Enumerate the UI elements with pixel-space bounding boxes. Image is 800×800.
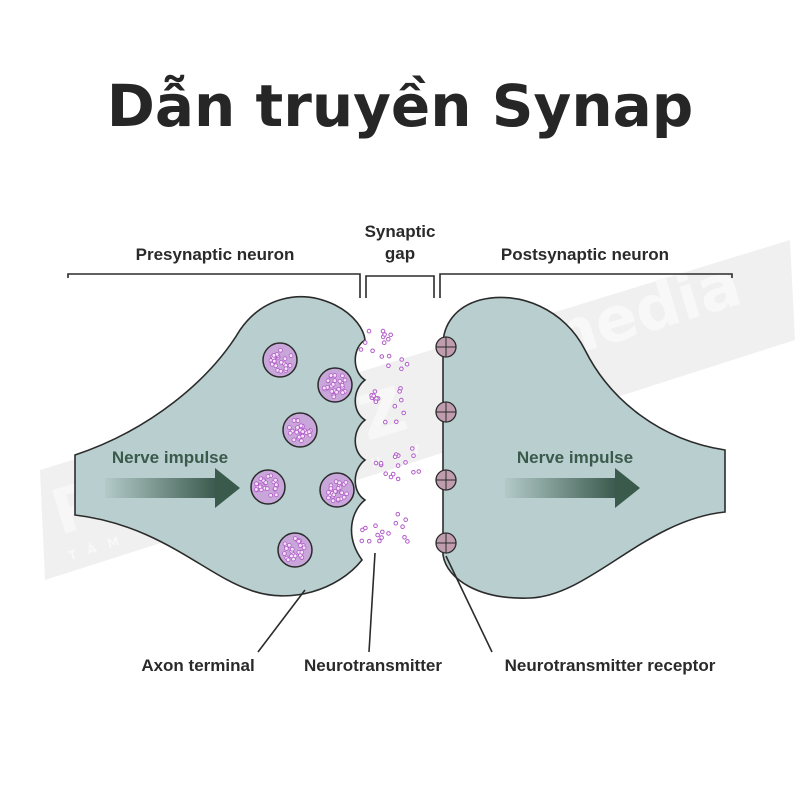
synaptic-gap-label-line1: Synaptic (365, 222, 436, 241)
neurotransmitter-dot (405, 539, 410, 544)
neurotransmitter-dot (379, 535, 384, 540)
neurotransmitter-dot (366, 538, 372, 544)
gap-bracket (365, 275, 435, 298)
neurotransmitter-dot (371, 393, 377, 399)
neurotransmitter-leader (368, 552, 376, 653)
vesicle (282, 412, 318, 448)
vesicle (277, 532, 313, 568)
neurotransmitter-dot (411, 470, 416, 475)
neurotransmitter-dot (399, 357, 405, 362)
neurotransmitter-dot (402, 535, 407, 540)
neurotransmitter-dot (373, 460, 379, 466)
neurotransmitter-dot (362, 340, 368, 345)
nerve-impulse-label-right: Nerve impulse (517, 448, 633, 467)
vesicle (262, 342, 298, 378)
receptor (435, 469, 457, 491)
neurotransmitter-dot (416, 469, 422, 474)
receptor (435, 401, 457, 423)
neurotransmitter-dot (395, 476, 401, 482)
axon-terminal-label: Axon terminal (141, 656, 254, 675)
neurotransmitter-dot (397, 389, 402, 394)
neurotransmitter-dot (403, 517, 409, 523)
postsynaptic-neuron (442, 296, 726, 599)
receptor (435, 532, 457, 554)
presynaptic-label: Presynaptic neuron (136, 245, 295, 264)
neurotransmitter-dot (400, 524, 405, 530)
neurotransmitter-dot (399, 397, 404, 403)
neurotransmitter-dot (401, 410, 407, 416)
receptor (435, 336, 457, 358)
neurotransmitter-dot (388, 332, 394, 338)
neurotransmitter-dot (373, 523, 378, 529)
vesicles (250, 342, 355, 568)
neurotransmitter-dot (386, 353, 392, 359)
receptors (435, 336, 457, 554)
neurotransmitter-dot (388, 474, 394, 480)
neurotransmitter-dot (390, 471, 396, 477)
postsynaptic-label: Postsynaptic neuron (501, 245, 669, 264)
neurotransmitter-dot (394, 419, 399, 425)
neurotransmitter-dot (372, 389, 378, 394)
neurotransmitter-label: Neurotransmitter (304, 656, 442, 675)
neurotransmitter-dots (358, 328, 422, 544)
impulse-arrow-right (505, 468, 640, 508)
neurotransmitter-dot (373, 399, 379, 405)
neurotransmitter-dot (380, 328, 386, 334)
neurotransmitter-dot (359, 538, 365, 544)
receptor-leader (445, 555, 493, 653)
neurotransmitter-dot (370, 348, 375, 354)
synaptic-gap-label-line2: gap (385, 244, 415, 263)
neurotransmitter-dot (381, 340, 387, 346)
neurotransmitter-dot (386, 336, 391, 342)
neurotransmitter-dot (399, 366, 404, 372)
neurotransmitter-dot (411, 453, 416, 459)
neurotransmitter-dot (383, 471, 389, 477)
neurotransmitter-dot (378, 460, 384, 466)
neurotransmitter-dot (379, 354, 385, 359)
neurotransmitter-dot (375, 532, 380, 538)
neurotransmitter-dot (392, 403, 398, 409)
neurotransmitter-dot (366, 328, 372, 334)
neurotransmitter-dot (392, 454, 398, 460)
neurotransmitter-dot (386, 531, 391, 536)
impulse-arrow-left (105, 468, 240, 508)
page-title: Dẫn truyền Synap (106, 72, 694, 140)
neurotransmitter-dot (386, 363, 391, 369)
vesicle (319, 472, 355, 508)
section-brackets (67, 273, 733, 298)
vesicle (317, 367, 353, 403)
axon-terminal-leader (257, 589, 306, 653)
neurotransmitter-dot (410, 446, 415, 451)
neurotransmitter-dot (363, 525, 368, 531)
neurotransmitter-dot (377, 538, 382, 544)
neurotransmitter-dot (358, 347, 364, 352)
nerve-impulse-label-left: Nerve impulse (112, 448, 228, 467)
neurotransmitter-dot (393, 520, 399, 526)
neurotransmitter-dot (380, 529, 385, 535)
postsynaptic-bracket (439, 273, 733, 298)
neurotransmitter-dot (383, 419, 388, 425)
neurotransmitter-dot (404, 361, 410, 367)
vesicle (250, 469, 286, 505)
neurotransmitter-dot (395, 463, 401, 468)
receptor-label: Neurotransmitter receptor (505, 656, 716, 675)
presynaptic-bracket (67, 273, 361, 298)
neurotransmitter-dot (403, 460, 408, 465)
callout-lines (257, 552, 493, 653)
neurotransmitter-dot (395, 511, 401, 517)
